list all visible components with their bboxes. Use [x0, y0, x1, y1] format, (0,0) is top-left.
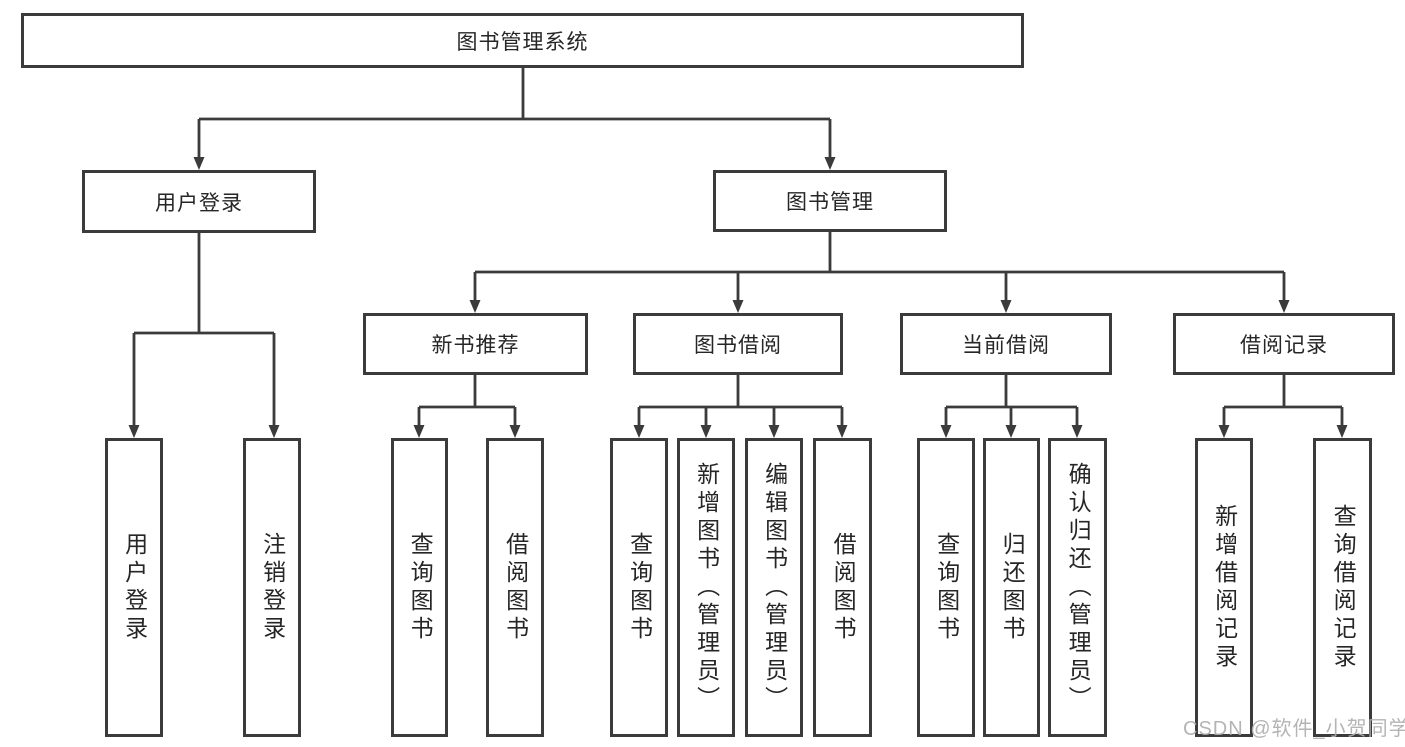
leaf-user-login: 用户登录	[105, 438, 163, 737]
arrow-icon	[1000, 300, 1012, 313]
arrow-icon	[768, 425, 780, 438]
arrow-icon	[633, 425, 645, 438]
connector-current-to-leaves	[944, 375, 1079, 425]
arrow-icon	[1336, 425, 1348, 438]
watermark-text: CSDN @软件_小贺同学	[1183, 718, 1405, 740]
leaf-query-borrow-record: 查询借阅记录	[1313, 438, 1372, 737]
leaf-confirm-return-admin: 确认归还（管理员）	[1048, 438, 1107, 737]
leaf-logout: 注销登录	[243, 438, 301, 737]
node-current-borrowing: 当前借阅	[900, 313, 1112, 375]
arrow-icon	[268, 425, 280, 438]
node-borrowing-records: 借阅记录	[1173, 313, 1395, 375]
arrow-icon	[824, 157, 836, 170]
node-new-book-recommendation: 新书推荐	[363, 313, 588, 375]
arrowheads	[128, 157, 1348, 438]
leaf-query-books-borrowing: 查询图书	[610, 438, 668, 737]
connector-newbook-to-leaves	[417, 375, 517, 425]
arrow-icon	[193, 157, 205, 170]
arrow-icon	[732, 300, 744, 313]
connector-root-to-level2	[197, 68, 832, 157]
leaf-query-books-current: 查询图书	[917, 438, 975, 737]
leaf-borrow-books-borrowing: 借阅图书	[813, 438, 872, 737]
connector-userlogin-to-leaves	[132, 233, 276, 425]
arrow-icon	[413, 425, 425, 438]
arrow-icon	[940, 425, 952, 438]
arrow-icon	[836, 425, 848, 438]
leaf-add-book-admin: 新增图书（管理员）	[677, 438, 735, 737]
connector-bookmgmt-to-level3	[473, 232, 1286, 300]
leaf-return-book: 归还图书	[983, 438, 1040, 737]
arrow-icon	[509, 425, 521, 438]
leaf-borrow-books-recommend: 借阅图书	[486, 438, 544, 737]
connector-borrowing-to-leaves	[637, 375, 844, 425]
node-book-management: 图书管理	[713, 170, 947, 232]
leaf-add-borrow-record: 新增借阅记录	[1195, 438, 1253, 737]
leaf-edit-book-admin: 编辑图书（管理员）	[745, 438, 803, 737]
node-book-borrowing: 图书借阅	[633, 313, 843, 375]
arrow-icon	[1278, 300, 1290, 313]
arrow-icon	[1071, 425, 1083, 438]
arrow-icon	[1218, 425, 1230, 438]
arrow-icon	[469, 300, 481, 313]
node-system-root: 图书管理系统	[21, 13, 1024, 68]
arrow-icon	[1005, 425, 1017, 438]
connector-records-to-leaves	[1222, 375, 1344, 425]
arrow-icon	[128, 425, 140, 438]
leaf-query-books-recommend: 查询图书	[391, 438, 448, 737]
arrow-icon	[700, 425, 712, 438]
node-user-login: 用户登录	[82, 170, 316, 233]
